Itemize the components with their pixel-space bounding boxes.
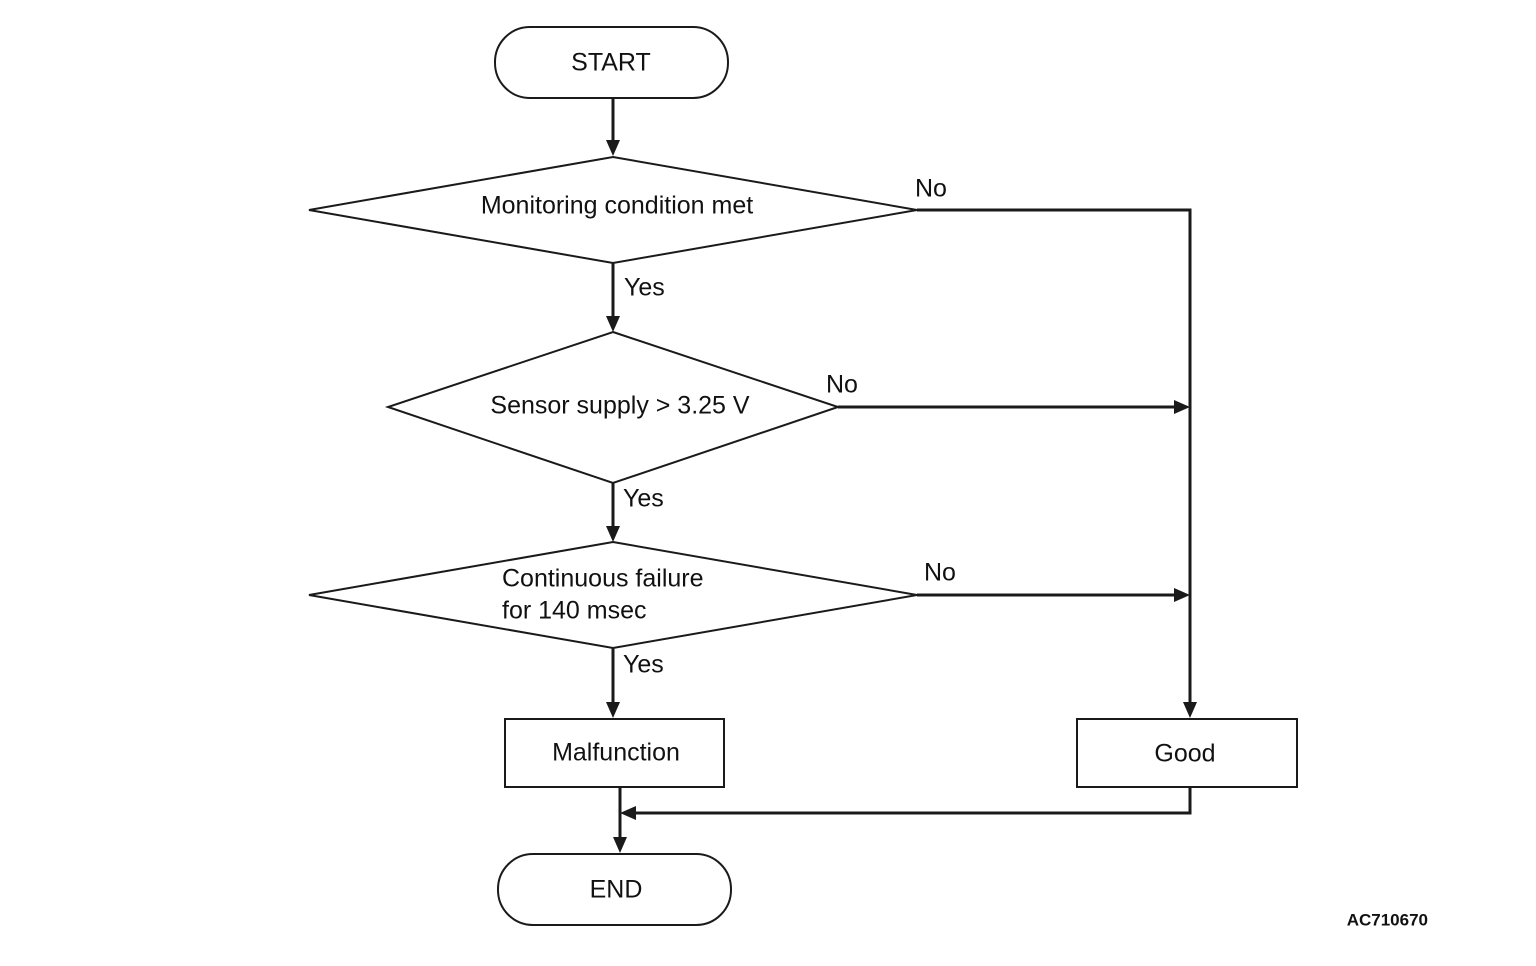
connector-monitoring-good	[917, 208, 1192, 704]
malfunction-node: Malfunction	[504, 718, 725, 788]
start-label: START	[571, 49, 651, 77]
monitoring-decision: Monitoring condition met	[308, 155, 918, 265]
monitoring-yes-label: Yes	[624, 274, 665, 302]
sensor-no-label: No	[826, 371, 858, 399]
arrowhead	[1183, 702, 1197, 718]
connectors	[606, 98, 1197, 853]
good-label: Good	[1154, 740, 1215, 768]
arrowhead	[613, 837, 627, 853]
monitoring-label: Monitoring condition met	[481, 192, 753, 220]
continuous-no-label: No	[924, 559, 956, 587]
malfunction-box	[504, 718, 725, 788]
arrowhead	[606, 316, 620, 332]
malfunction-label: Malfunction	[552, 739, 680, 767]
sensor-decision: Sensor supply > 3.25 V	[384, 330, 842, 485]
arrowhead	[606, 140, 620, 156]
start-node: START	[494, 26, 729, 99]
continuous-label-line2: for 140 msec	[502, 597, 647, 625]
end-terminal	[497, 853, 732, 926]
good-node: Good	[1076, 718, 1298, 788]
monitoring-no-label: No	[915, 175, 947, 203]
end-node: END	[497, 853, 732, 926]
continuous-yes-label: Yes	[623, 651, 664, 679]
connector-good-end	[634, 788, 1192, 815]
continuous-diamond	[308, 540, 918, 650]
arrowhead	[606, 702, 620, 718]
sensor-diamond	[384, 330, 842, 485]
continuous-decision: Continuous failure for 140 msec	[308, 540, 918, 650]
sensor-yes-label: Yes	[623, 485, 664, 513]
end-label: END	[590, 876, 643, 904]
arrowhead	[1174, 588, 1190, 602]
monitoring-diamond	[308, 155, 918, 265]
arrowhead	[606, 526, 620, 542]
good-box	[1076, 718, 1298, 788]
arrowhead	[620, 806, 636, 820]
figure-code: AC710670	[1347, 910, 1428, 929]
edge-labels: No Yes No Yes No Yes	[623, 175, 956, 679]
start-terminal	[494, 26, 729, 99]
sensor-label: Sensor supply > 3.25 V	[490, 392, 750, 420]
arrowhead	[1174, 400, 1190, 414]
continuous-label-line1: Continuous failure	[502, 565, 704, 593]
